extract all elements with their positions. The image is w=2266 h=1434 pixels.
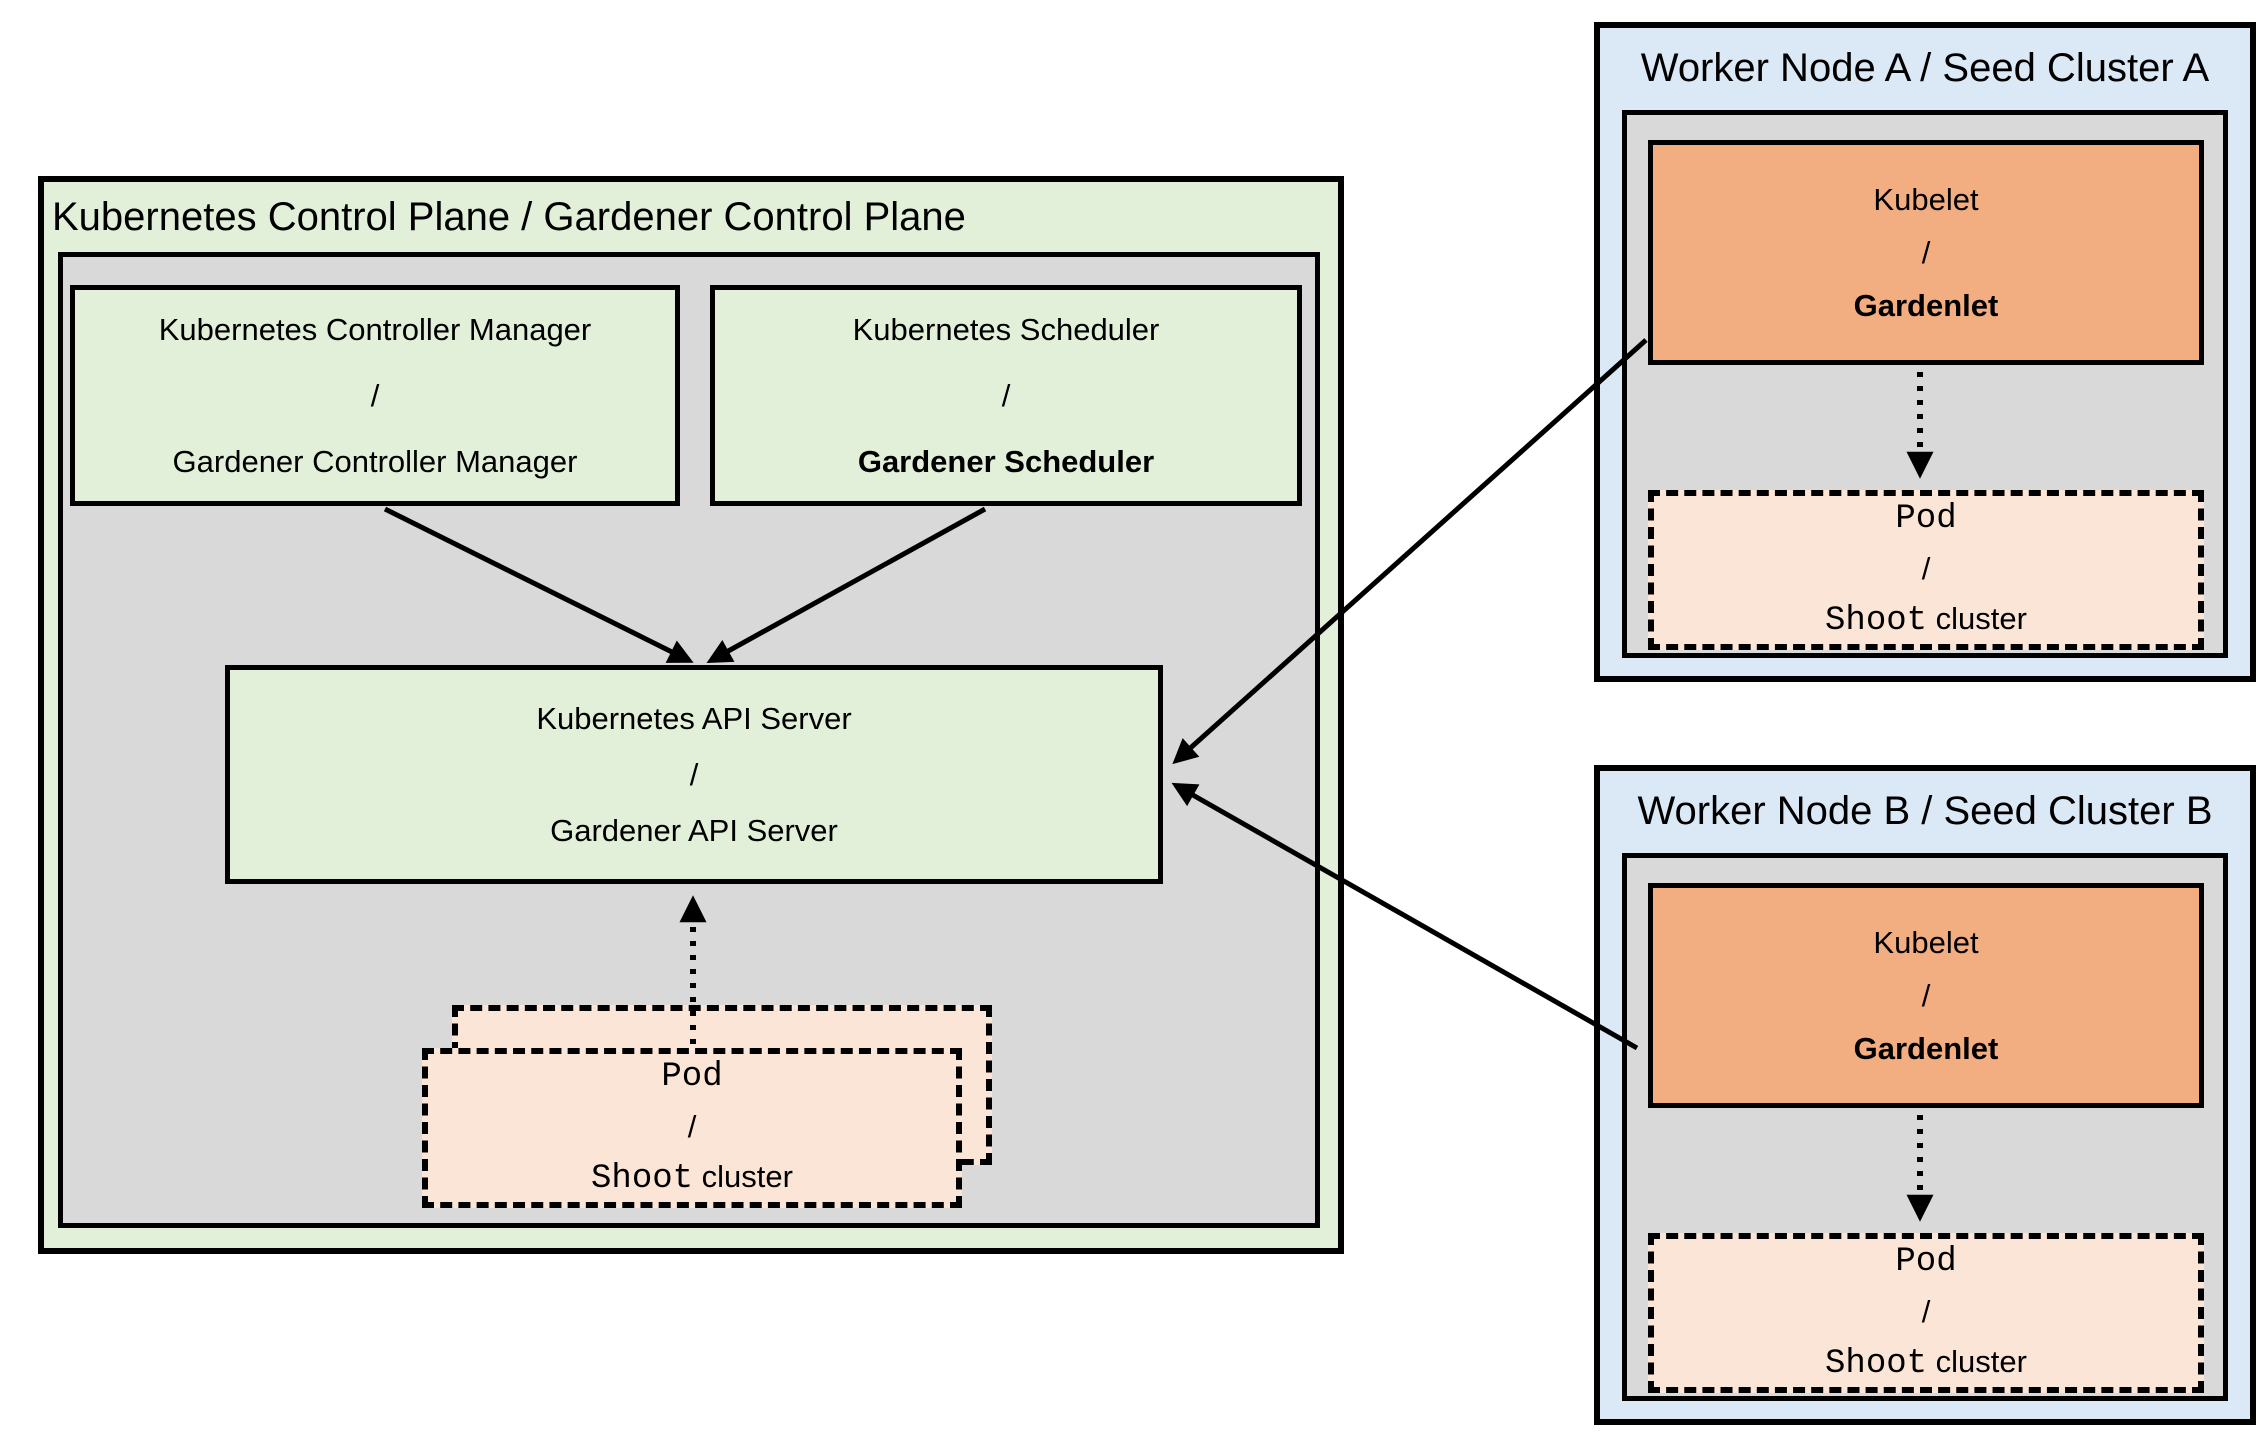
pod-line1: Pod bbox=[661, 1058, 723, 1096]
kubelet-a-separator: / bbox=[1921, 235, 1931, 270]
kubelet-b-separator: / bbox=[1921, 978, 1931, 1013]
pod-b-separator: / bbox=[1921, 1294, 1931, 1329]
pod-a-line2: Shoot cluster bbox=[1825, 594, 2027, 646]
pod-box-a: Pod / Shoot cluster bbox=[1648, 490, 2204, 650]
kubelet-b-line2: Gardenlet bbox=[1853, 1031, 1999, 1066]
api-server-box: Kubernetes API Server / Gardener API Ser… bbox=[225, 665, 1163, 884]
pod-a-line1: Pod bbox=[1895, 500, 1957, 538]
worker-node-b-title: Worker Node B / Seed Cluster B bbox=[1637, 789, 2213, 833]
api-server-separator: / bbox=[689, 756, 699, 792]
pod-b-line2-cluster: cluster bbox=[1935, 1344, 2027, 1379]
worker-node-a-title: Worker Node A / Seed Cluster A bbox=[1640, 46, 2210, 90]
scheduler-line2: Gardener Scheduler bbox=[857, 443, 1155, 479]
api-server-line2: Gardener API Server bbox=[550, 812, 838, 848]
controller-manager-separator: / bbox=[370, 377, 380, 413]
kubelet-b-line1: Kubelet bbox=[1873, 925, 1979, 960]
scheduler-separator: / bbox=[1001, 377, 1011, 413]
pod-b-line2-shoot: Shoot bbox=[1825, 1345, 1928, 1383]
controller-manager-line2: Gardener Controller Manager bbox=[172, 443, 578, 479]
pod-line2-cluster: cluster bbox=[701, 1159, 793, 1194]
pod-b-line1: Pod bbox=[1895, 1243, 1957, 1281]
pod-box-b: Pod / Shoot cluster bbox=[1648, 1233, 2204, 1393]
controller-manager-line1: Kubernetes Controller Manager bbox=[158, 311, 592, 347]
api-server-line1: Kubernetes API Server bbox=[536, 700, 852, 736]
kubelet-box-a: Kubelet / Gardenlet bbox=[1648, 140, 2204, 365]
pod-a-line2-shoot: Shoot bbox=[1825, 602, 1928, 640]
kubelet-a-line2: Gardenlet bbox=[1853, 288, 1999, 323]
scheduler-box: Kubernetes Scheduler / Gardener Schedule… bbox=[710, 285, 1302, 506]
pod-a-line2-cluster: cluster bbox=[1935, 601, 2027, 636]
kubelet-a-line1: Kubelet bbox=[1873, 182, 1979, 217]
pod-b-line2: Shoot cluster bbox=[1825, 1337, 2027, 1389]
pod-box-front: Pod / Shoot cluster bbox=[422, 1048, 962, 1208]
controller-manager-box: Kubernetes Controller Manager / Gardener… bbox=[70, 285, 680, 506]
scheduler-line1: Kubernetes Scheduler bbox=[852, 311, 1160, 347]
kubelet-box-b: Kubelet / Gardenlet bbox=[1648, 883, 2204, 1108]
pod-line2: Shoot cluster bbox=[591, 1152, 793, 1204]
control-plane-title: Kubernetes Control Plane / Gardener Cont… bbox=[52, 195, 966, 239]
pod-a-separator: / bbox=[1921, 551, 1931, 586]
pod-separator: / bbox=[687, 1109, 697, 1144]
pod-line2-shoot: Shoot bbox=[591, 1160, 694, 1198]
